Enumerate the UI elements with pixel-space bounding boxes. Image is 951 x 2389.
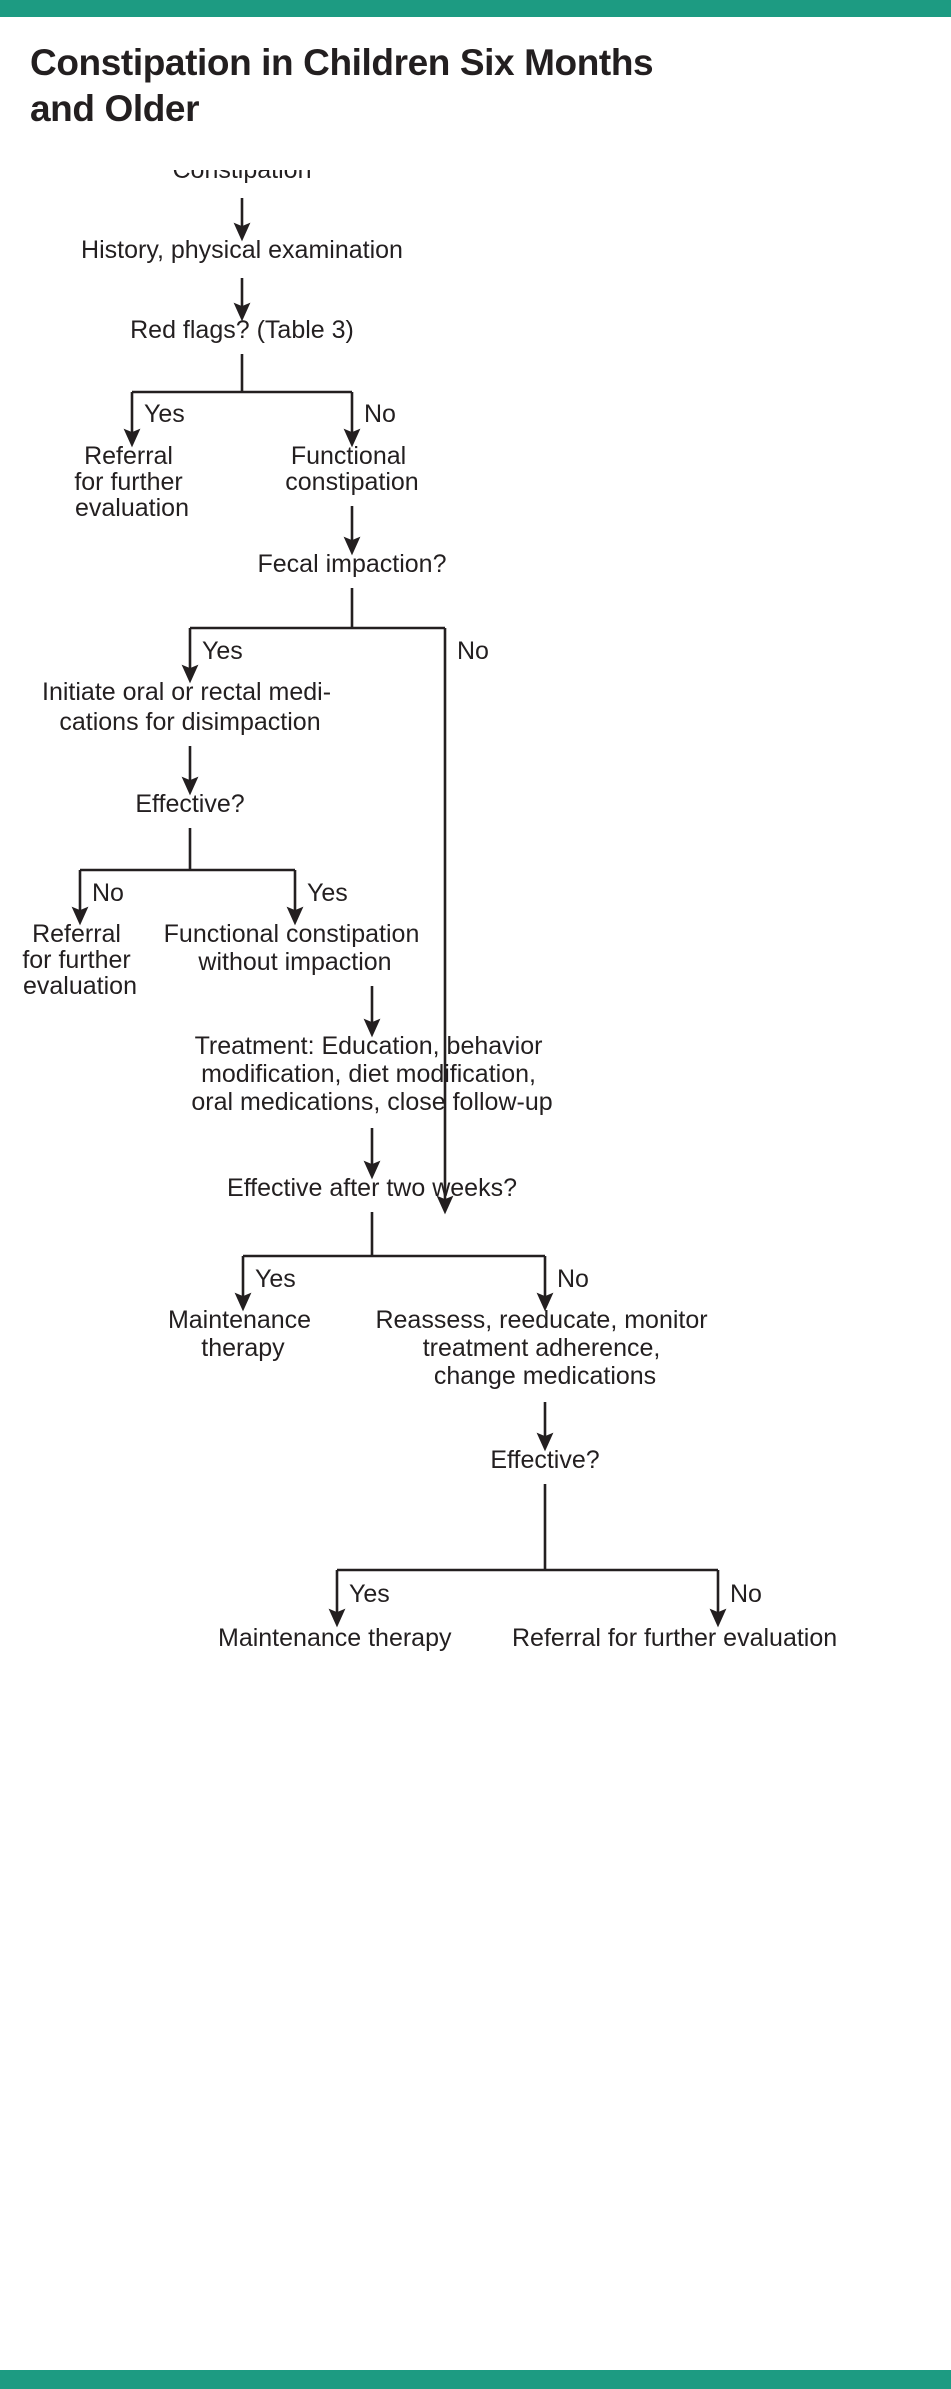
node-text-line: Treatment: Education, behavior (195, 1032, 543, 1060)
node-fecal-impaction: Fecal impaction? (258, 550, 447, 578)
node-maintenance-therapy-1: Maintenance therapy (168, 1306, 318, 1362)
node-text-line: Initiate oral or rectal medi- (42, 678, 331, 706)
branch-label-redflags-no: No (364, 400, 396, 428)
node-text-line: treatment adherence, (423, 1334, 661, 1362)
edge-redflags-split (132, 354, 352, 394)
branch-label-effective1-yes: Yes (307, 879, 348, 907)
node-text-line: cations for disimpaction (59, 708, 320, 736)
node-text-line: evaluation (23, 972, 137, 1000)
node-effective-after-reassess: Effective? (490, 1446, 599, 1474)
node-referral-further-evaluation-3: Referral for further evaluation (512, 1624, 837, 1652)
node-reassess-reeducate-monitor: Reassess, reeducate, monitor treatment a… (375, 1306, 714, 1390)
branch-label-effective1-no: No (92, 879, 124, 907)
node-referral-further-evaluation-1: Referral for further evaluation (74, 442, 189, 522)
node-text-line: Reassess, reeducate, monitor (375, 1306, 707, 1334)
branch-label-fecal-yes: Yes (202, 637, 243, 665)
bottom-accent-rule (0, 2370, 951, 2389)
branch-label-twoweeks-no: No (557, 1265, 589, 1293)
node-text-line: Functional constipation (164, 920, 420, 948)
node-text-line: Referral (32, 920, 121, 948)
top-accent-rule (0, 0, 951, 17)
node-text-line: Functional (291, 442, 406, 470)
node-text-line: for further (74, 468, 182, 496)
node-text-line: constipation (285, 468, 418, 496)
branch-label-effective2-yes: Yes (349, 1580, 390, 1608)
node-maintenance-therapy-2: Maintenance therapy (218, 1624, 452, 1652)
node-text-line: for further (22, 946, 130, 974)
node-text-line: change medications (434, 1362, 656, 1390)
edge-effective1-split (80, 828, 295, 872)
node-history-physical-examination: History, physical examination (81, 236, 403, 264)
edge-twoweeks-split (243, 1212, 545, 1258)
branch-label-twoweeks-yes: Yes (255, 1265, 296, 1293)
node-constipation: Constipation (173, 170, 312, 184)
node-treatment-plan: Treatment: Education, behavior modificat… (191, 1032, 552, 1116)
branch-label-redflags-yes: Yes (144, 400, 185, 428)
node-initiate-disimpaction-medications: Initiate oral or rectal medi- cations fo… (42, 678, 338, 736)
node-red-flags: Red flags? (Table 3) (130, 316, 354, 344)
node-text-line: Referral (84, 442, 173, 470)
node-text-line: oral medications, close follow-up (191, 1088, 552, 1116)
constipation-algorithm-flowchart: Constipation History, physical examinati… (22, 170, 837, 1652)
node-text-line: without impaction (197, 948, 391, 976)
node-effective-disimpaction: Effective? (135, 790, 244, 818)
node-effective-after-two-weeks: Effective after two weeks? (227, 1174, 517, 1202)
node-referral-further-evaluation-2: Referral for further evaluation (22, 920, 137, 1000)
edge-effective2-split (337, 1484, 718, 1572)
branch-label-effective2-no: No (730, 1580, 762, 1608)
node-text-line: modification, diet modification, (201, 1060, 536, 1088)
node-functional-constipation: Functional constipation (285, 442, 418, 496)
edge-fecal-split (190, 588, 445, 630)
node-text-line: evaluation (75, 494, 189, 522)
branch-label-fecal-no: No (457, 637, 489, 665)
page-title: Constipation in Children Six Months and … (30, 42, 654, 129)
node-text-line: therapy (201, 1334, 285, 1362)
node-text-line: Maintenance (168, 1306, 311, 1334)
node-functional-constipation-without-impaction: Functional constipation without impactio… (164, 920, 427, 976)
